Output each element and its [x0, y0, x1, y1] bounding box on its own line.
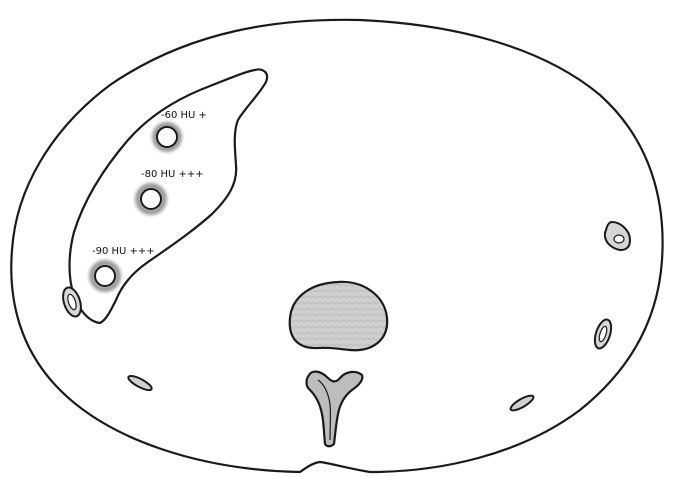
- roi-circle-2: [138, 186, 164, 212]
- right-upper-structure: [605, 222, 630, 250]
- vertebral-body: [290, 282, 387, 350]
- roi-circle-1: [155, 125, 179, 149]
- right-mid-structure: [592, 318, 615, 351]
- right-lower-structure: [509, 393, 536, 413]
- left-lower-structure: [127, 373, 154, 392]
- roi-label-1: -60 HU +: [161, 110, 207, 121]
- roi-label-3: -90 HU +++: [92, 246, 155, 257]
- spinous-process: [307, 372, 363, 447]
- left-small-structure: [60, 285, 84, 318]
- roi-label-2: -80 HU +++: [141, 169, 204, 180]
- roi-circle-3: [92, 263, 118, 289]
